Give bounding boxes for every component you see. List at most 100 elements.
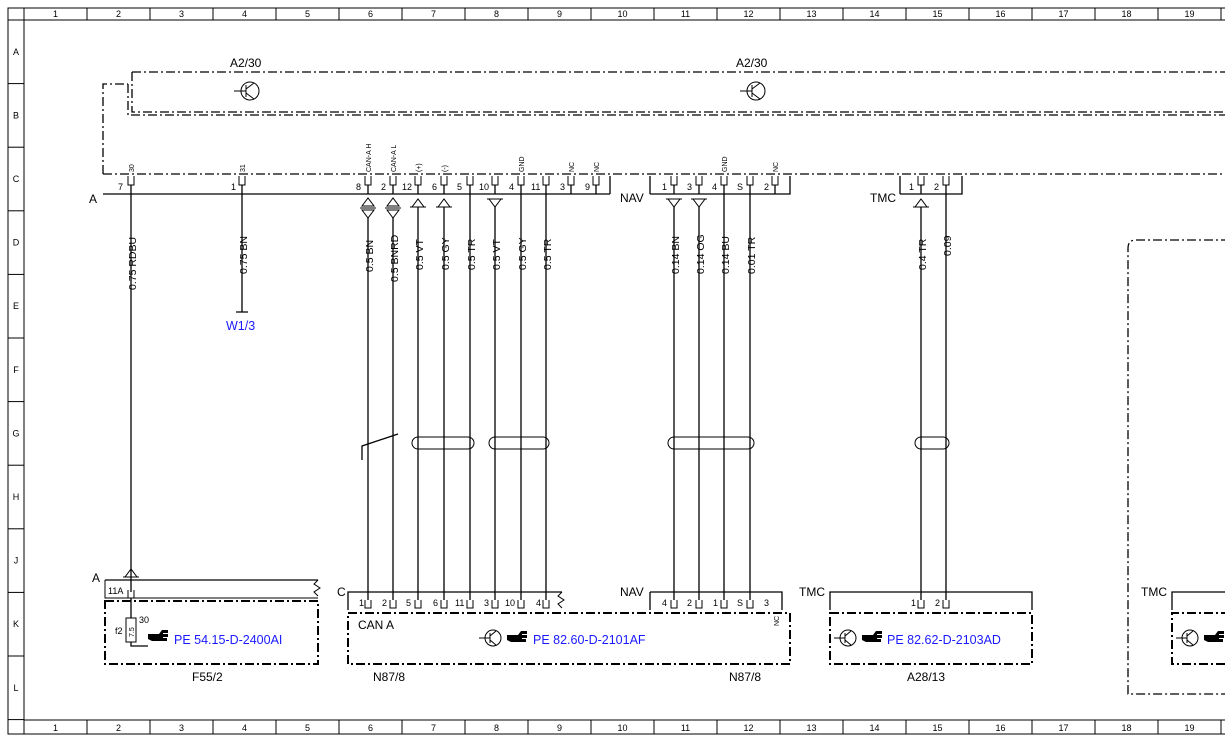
grid-column-label: 15 [932,723,942,733]
pin-signal: CAN-A L [391,145,398,172]
wire-label: 0.14 BN [670,236,682,274]
grid-column-label: 4 [242,723,247,733]
wire-label: 0.5 GY [440,237,452,270]
wires [130,194,950,600]
fuse-box-f55-2: A 11A f2 7.5 30 PE 54.15-D-2400AI F55/2 [92,571,321,684]
shield-oval [914,436,950,450]
grid-column-label: 14 [869,723,879,733]
pin-number: 6 [432,182,437,192]
connector-label: TMC [1141,585,1167,599]
pin-number: 7 [118,182,123,192]
reference-link[interactable]: PE 54.15-D-2400AI [174,633,282,647]
bus-label: CAN A [358,618,394,632]
pin-number: 10 [479,182,489,192]
pin-number: 1 [911,598,916,608]
bidirectional-arrow-icon [385,197,401,219]
pin-number: 4 [662,598,667,608]
connector-label: TMC [799,585,825,599]
connector-label: NAV [620,191,644,205]
grid-labels: 1 2 3 4 5 6 7 8 9 10 11 12 13 14 15 16 1… [12,9,1194,733]
grid-column-label: 17 [1058,723,1068,733]
pin-number: 2 [934,182,939,192]
pin-number: 2 [687,598,692,608]
transistor-icon [479,629,502,647]
grid-column-label: 9 [557,723,562,733]
grid-column-label: 12 [743,9,753,19]
reference-link[interactable]: PE 82.62-D-2103AD [887,633,1001,647]
pin-marker: 2 CAN-A L [381,145,398,194]
grid-column-label: 8 [494,9,499,19]
connector-tmc-bottom-bar [829,591,1033,610]
pin-marker: 1 [909,176,925,194]
pin-number: 10 [505,598,515,608]
connector-label: C [337,585,346,599]
pin-signal: 30 [129,164,136,172]
device-label: N87/8 [373,670,405,684]
grid-column-label: 2 [116,9,121,19]
pin-signal: GND [722,156,729,172]
frame-inner [23,19,1225,721]
pin-marker: 8 CAN-A H [356,144,373,194]
transistor-icon [1176,629,1199,647]
device-boundary [347,612,791,665]
pin-number: 2 [382,598,387,608]
wire-labels: 0.75 RDBU 0.75 BN 0.5 BN 0.5 BNRD 0.5 VT… [127,234,954,333]
device-label: N87/8 [729,670,761,684]
connector-label: NAV [620,585,644,599]
grid-row-label: H [13,492,20,502]
grid-column-label: 3 [179,723,184,733]
grid-column-label: 14 [869,9,879,19]
pin-number: 11 [455,598,464,608]
grid-column-label: 12 [743,723,753,733]
grid-column-label: 11 [681,9,690,19]
wire-label: 0.5 TR [466,238,478,270]
pin-marker: 9 NC [585,162,601,194]
pin-marker: 1 [662,176,678,194]
grid-column-label: 7 [431,9,436,19]
reference-link[interactable]: PE 82.60-D-2101AF [533,633,646,647]
arrow-up-icon [913,198,929,208]
grid-column-label: 8 [494,723,499,733]
wire-line [236,194,248,313]
wire-label: 0.5 VT [414,238,426,270]
grid-row-label: C [13,174,20,184]
pin-signal: (+) [416,163,423,172]
wire-label: 0.09 [942,235,954,256]
grid-column-label: 1 [53,9,58,19]
wire-label: 0.14 BU [720,236,732,274]
pin-number: S [737,598,743,608]
grid-column-label: 10 [617,9,627,19]
pin-number: 12 [402,182,412,192]
pin-marker: 12 (+) [402,163,423,194]
pin-number: 4 [536,598,541,608]
pin-number: 6 [433,598,438,608]
pin-number: 3 [484,598,489,608]
grid-column-label: 2 [116,723,121,733]
grid-column-label: 4 [242,9,247,19]
module-label: A2/30 [230,56,262,70]
arrow-down-icon [666,198,682,208]
module-label: A2/30 [736,56,768,70]
pin-marker: 5 [457,176,474,194]
connector-nav-bar [650,176,791,195]
grid-column-label: 18 [1121,9,1131,19]
connector-label: TMC [870,191,896,205]
ground-reference-link[interactable]: W1/3 [226,319,255,333]
fuse-label: f2 [115,626,123,636]
pointing-hand-icon [507,631,527,642]
fuse-rating: 7.5 [129,627,136,637]
grid-column-label: 5 [305,723,310,733]
grid-column-label: 3 [179,9,184,19]
pin-number: 4 [712,182,717,192]
pin-marker: S [737,176,754,194]
wire-label: 0.5 VT [491,238,503,270]
grid-column-label: 13 [806,723,816,733]
wire-label: 0.5 BN [364,240,376,272]
grid-column-label: 6 [368,723,373,733]
pin-marker: 11 [531,176,550,194]
pin-marker: 3 [687,176,703,194]
arrow-up-icon [410,198,426,208]
connector-break [557,591,565,609]
grid-column-label: 10 [617,723,627,733]
pin-marker: 6 (-) [432,165,449,194]
